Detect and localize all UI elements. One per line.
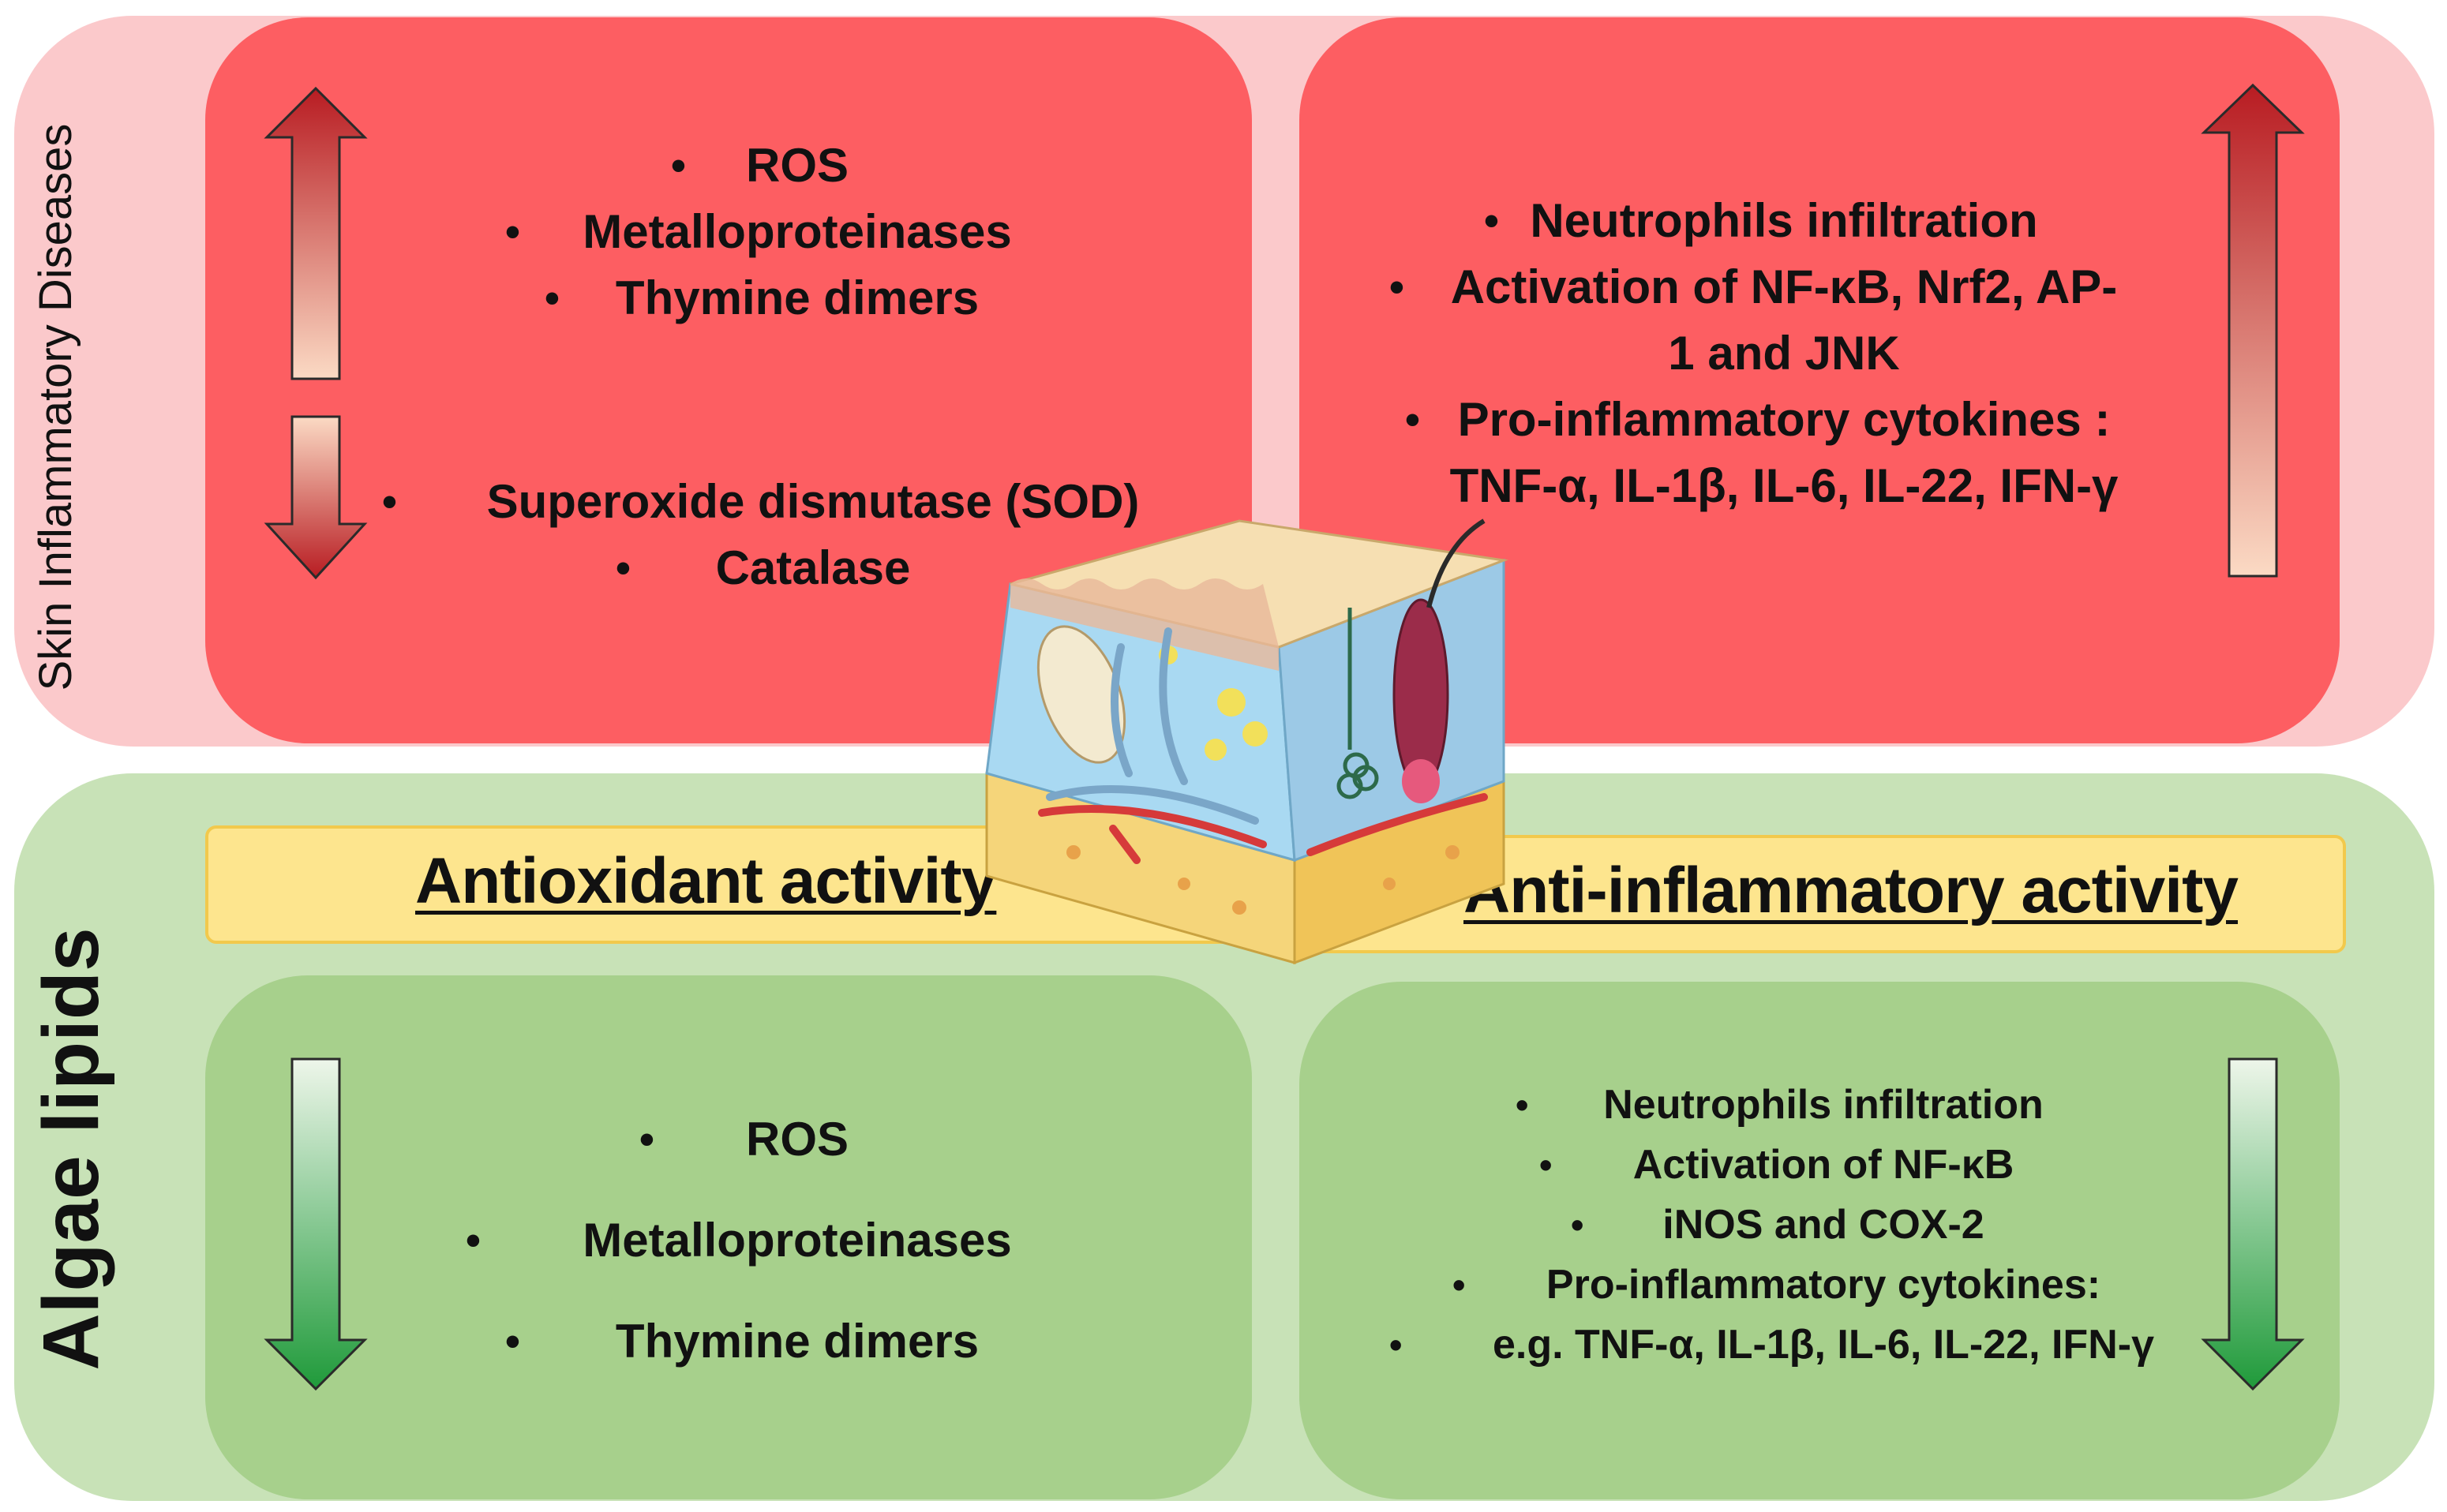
algae-inflammatory-box — [1299, 982, 2340, 1499]
list-item: •Superoxide dismutase (SOD) — [382, 475, 1140, 528]
disease-inflammatory-up-list: •Neutrophils infiltration •Activation of… — [1389, 188, 2179, 519]
algae-oxidative-down-list: •ROS •Metalloproteinases •Thymine dimers — [442, 1089, 1152, 1392]
algae-lipids-label: Algae lipids — [26, 927, 115, 1371]
list-item: •e.g. TNF-α, IL-1β, IL-6, IL-22, IFN-γ — [1389, 1322, 2154, 1368]
arrow-down-icon — [264, 1057, 368, 1391]
list-item: •Pro-inflammatory cytokines : — [1405, 393, 2111, 446]
list-item: •Thymine dimers — [545, 271, 980, 324]
list-item: •ROS — [671, 139, 849, 192]
list-item: •ROS — [639, 1113, 849, 1166]
disease-oxidative-down-list: •Superoxide dismutase (SOD) •Catalase — [382, 469, 1231, 601]
list-item: •Neutrophils infiltration — [1516, 1082, 2044, 1128]
list-item: 1 and JNK — [1668, 327, 1900, 380]
arrow-down-icon — [2201, 1057, 2305, 1391]
list-item: •Metalloproteinases — [505, 205, 1012, 258]
arrow-up-icon — [2201, 83, 2305, 578]
list-item: •Catalase — [616, 541, 911, 594]
disease-oxidative-up-list: •ROS •Metalloproteinases •Thymine dimers — [442, 133, 1152, 331]
list-item: •Thymine dimers — [505, 1315, 980, 1368]
list-item: •iNOS and COX-2 — [1571, 1202, 1984, 1248]
list-item: TNF-α, IL-1β, IL-6, IL-22, IFN-γ — [1449, 459, 2119, 512]
arrow-up-icon — [264, 86, 368, 380]
skin-cross-section-icon — [985, 518, 1508, 965]
algae-oxidative-box — [205, 975, 1252, 1499]
anti-inflammatory-title: Anti-inflammatory activity — [1463, 855, 2239, 926]
list-item: •Neutrophils infiltration — [1484, 194, 2038, 247]
list-item: •Activation of NF-κB — [1539, 1142, 2014, 1188]
list-item: •Activation of NF-κB, Nrf2, AP- — [1389, 260, 2118, 313]
skin-diseases-label: Skin Inflammatory Diseases — [29, 123, 81, 691]
algae-inflammatory-down-list: •Neutrophils infiltration •Activation of… — [1389, 1075, 2258, 1375]
list-item: •Metalloproteinases — [466, 1214, 1012, 1267]
list-item: •Pro-inflammatory cytokines: — [1452, 1262, 2101, 1308]
arrow-down-icon — [264, 415, 368, 580]
antioxidant-title: Antioxidant activity — [415, 845, 997, 917]
